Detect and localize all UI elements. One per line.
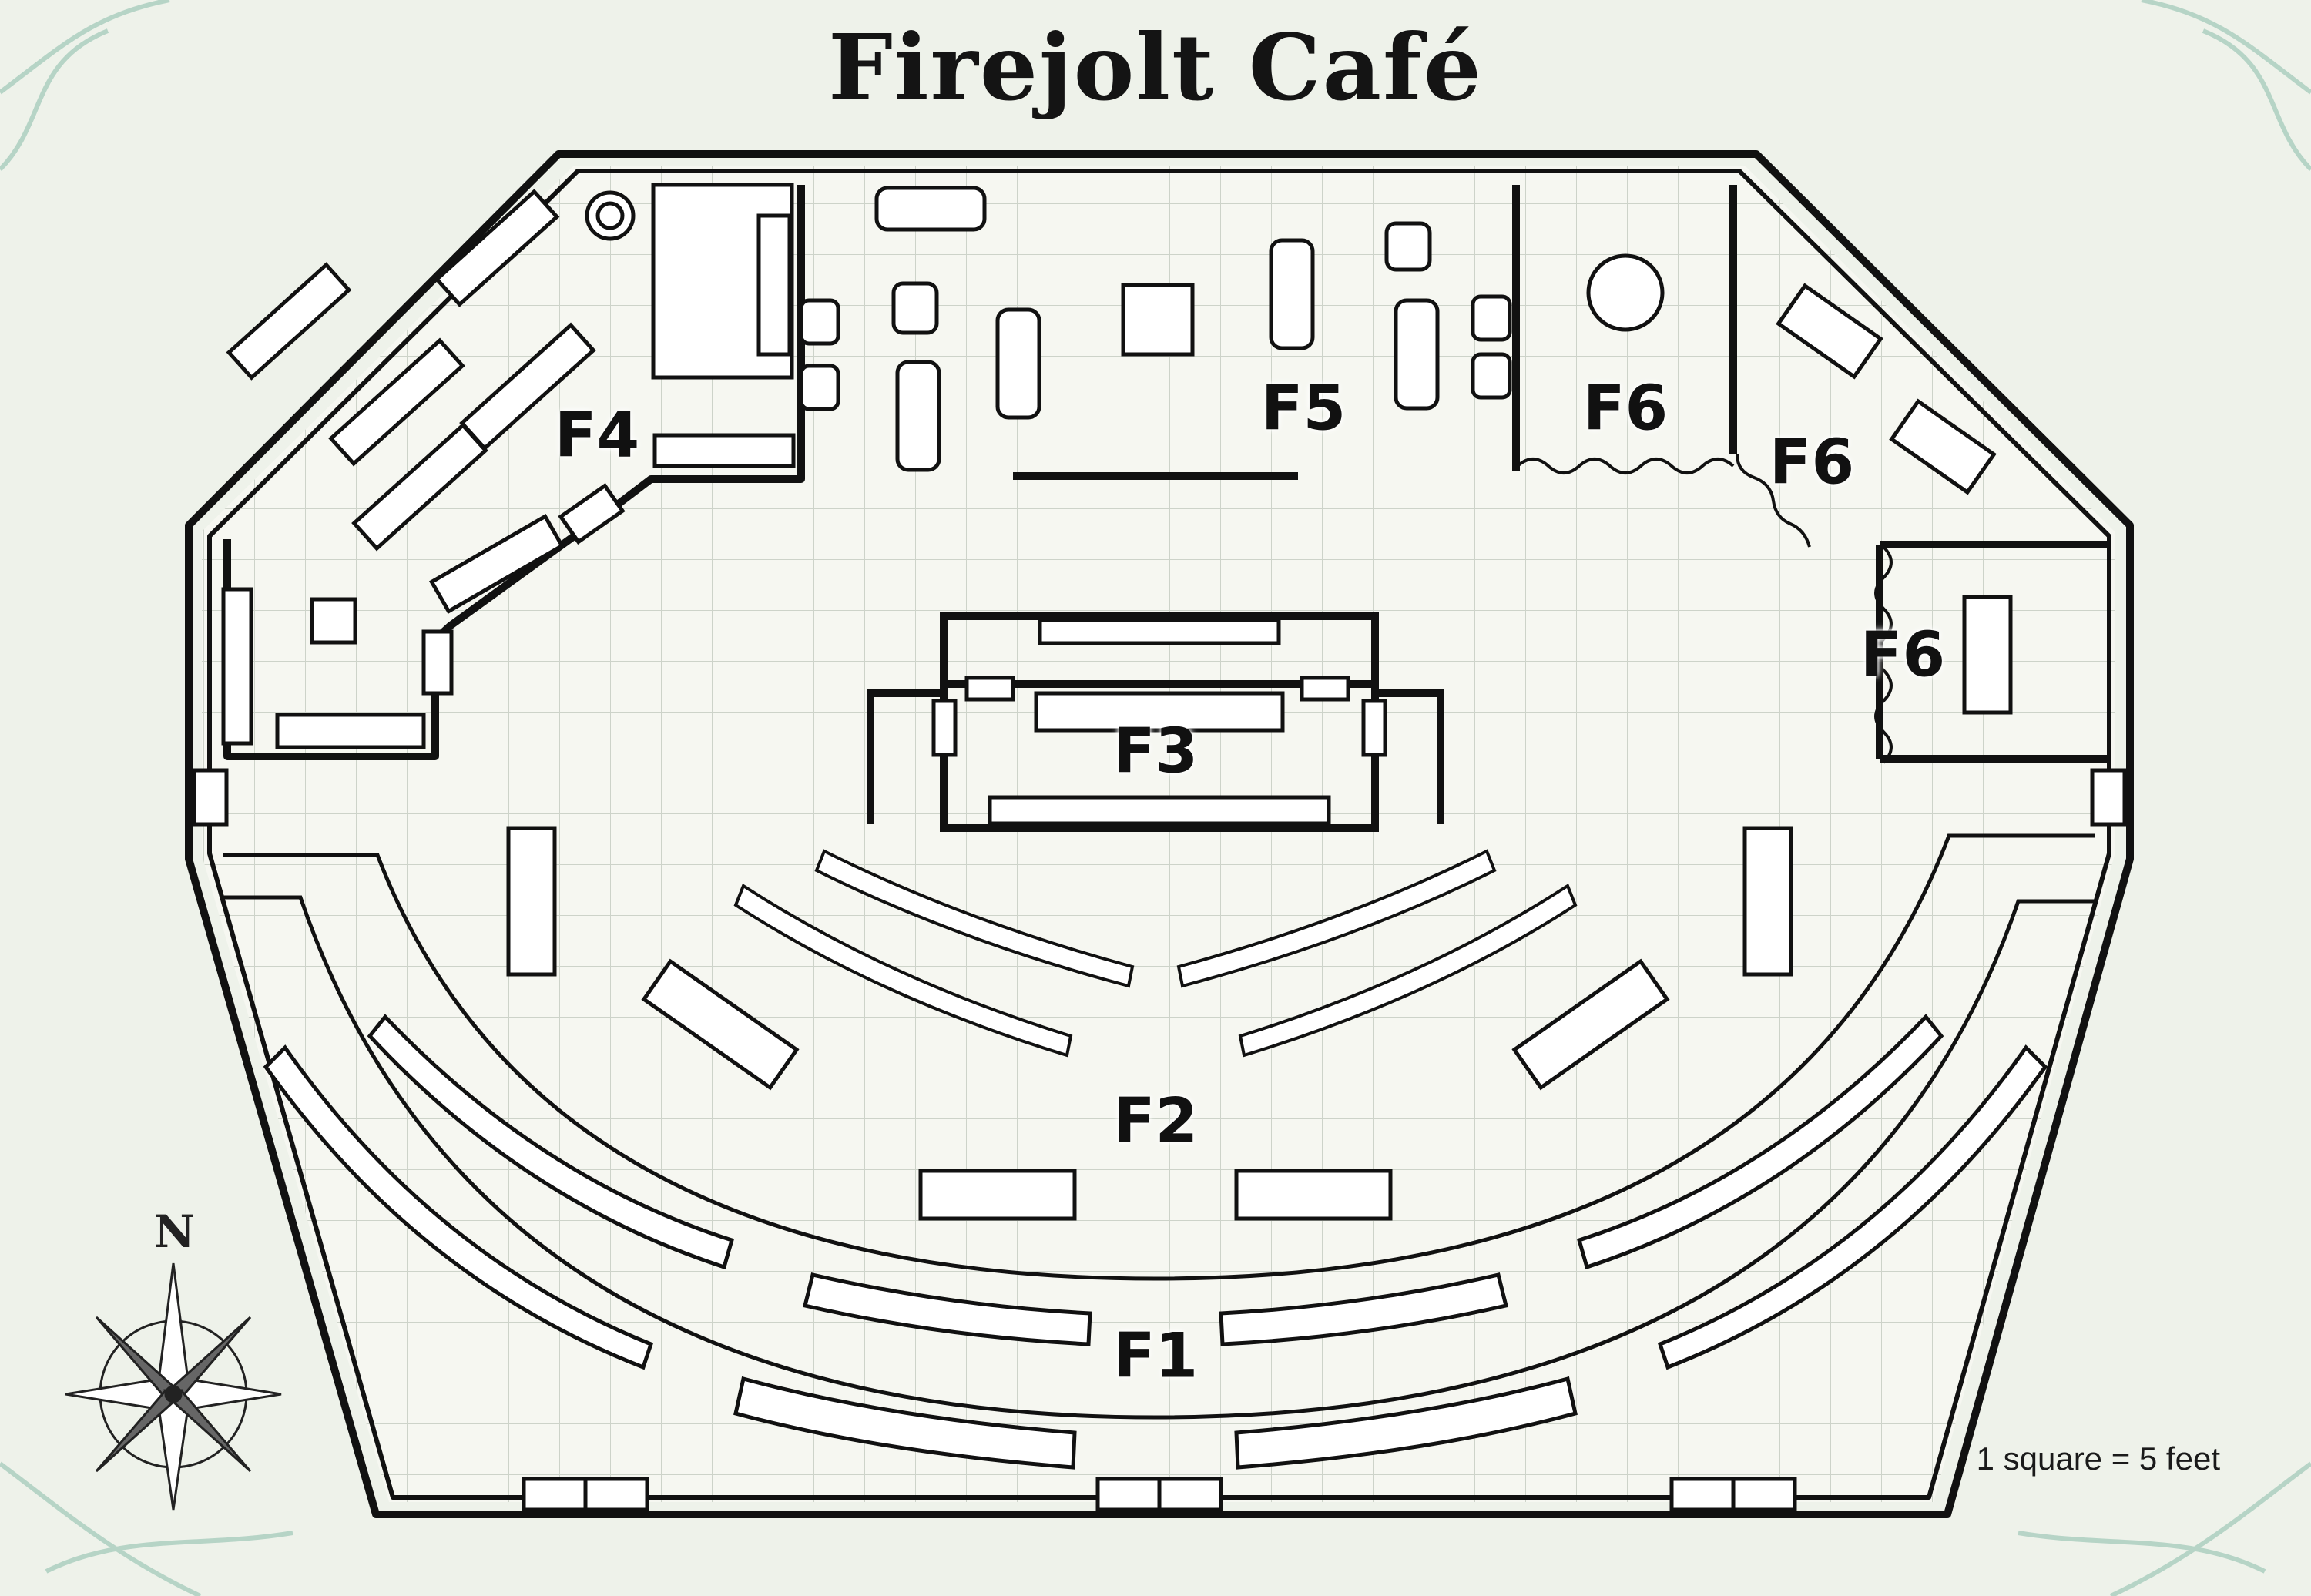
- f4-table: [310, 597, 357, 645]
- compass-north-label: N: [154, 1205, 196, 1258]
- f6-room-walls: [1512, 185, 2109, 763]
- compass-rose: [65, 1262, 282, 1510]
- exterior-doors: [192, 768, 2127, 1512]
- f4-room-walls: [223, 185, 805, 760]
- f6-furniture: [1586, 253, 2013, 715]
- f5-lounge: [799, 186, 1512, 472]
- f2-arc-walls: [223, 833, 2095, 1420]
- f4-doors: [421, 483, 626, 696]
- area-label-f6-south: F6: [1860, 619, 1946, 691]
- area-label-f6-east: F6: [1769, 426, 1855, 498]
- f3-counters: [931, 618, 1387, 826]
- area-label-f3: F3: [1112, 715, 1199, 787]
- corner-ornament-bottom-left: [0, 1461, 293, 1596]
- area-label-f5: F5: [1260, 372, 1347, 444]
- scale-legend: 1 square = 5 feet: [1976, 1440, 2220, 1477]
- corner-ornament-top-left: [0, 0, 170, 172]
- f4-globe: [585, 190, 636, 241]
- area-label-f1: F1: [1112, 1319, 1199, 1392]
- f2-tables: [506, 826, 1793, 1221]
- map-title: Firejolt Café: [828, 14, 1483, 121]
- area-label-f4: F4: [554, 399, 640, 471]
- f1-booths: [263, 1014, 2048, 1470]
- f4-bookshelves: [221, 183, 796, 749]
- area-label-f2: F2: [1112, 1085, 1199, 1157]
- corner-ornament-top-right: [2141, 0, 2311, 172]
- area-label-f6-north: F6: [1582, 372, 1669, 444]
- corner-ornament-bottom-right: [2018, 1461, 2311, 1596]
- f2-bar-stools-left: [733, 849, 1135, 1058]
- f2-bar-stools-right: [1176, 849, 1578, 1058]
- f6-curtains: [1516, 454, 1893, 764]
- outer-wall: [185, 150, 2134, 1518]
